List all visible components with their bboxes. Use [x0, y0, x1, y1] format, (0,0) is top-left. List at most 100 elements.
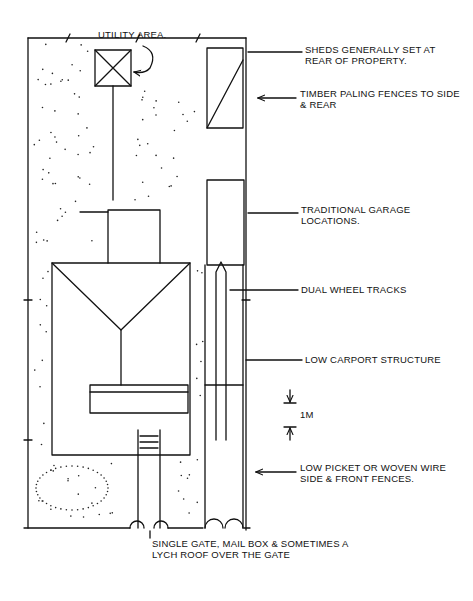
sketch-stroke [66, 465, 68, 467]
sketch-stroke [42, 500, 44, 502]
sketch-stroke [144, 91, 146, 93]
sketch-stroke [41, 360, 43, 362]
sketch-stroke [183, 498, 185, 500]
sketch-stroke [140, 436, 158, 448]
sketch-stroke [202, 341, 204, 343]
sketch-stroke [46, 305, 48, 307]
sketch-stroke [61, 79, 63, 81]
sketch-stroke [194, 111, 196, 113]
sketch-stroke [180, 461, 182, 463]
sketch-stroke [246, 359, 302, 360]
sketch-stroke [130, 521, 168, 528]
sketch-stroke [108, 210, 160, 263]
sketch-stroke [52, 470, 54, 472]
sketch-stroke [55, 183, 57, 185]
sketch-stroke [142, 96, 144, 98]
sketch-stroke [153, 107, 155, 109]
sketch-stroke [67, 478, 69, 480]
sketch-stroke [70, 515, 72, 517]
sketch-stroke [41, 500, 43, 502]
sketch-stroke [74, 93, 76, 95]
sketch-stroke [248, 212, 298, 213]
sketch-stroke [134, 199, 136, 201]
sketch-stroke [53, 465, 55, 467]
sketch-stroke [200, 361, 202, 363]
sketch-stroke [39, 497, 41, 499]
annotation-note: UTILITY AREA. [98, 29, 178, 40]
sketch-stroke [86, 127, 88, 129]
sketch-stroke [82, 508, 84, 510]
sketch-stroke [50, 132, 52, 134]
sketch-stroke [61, 215, 63, 217]
sketch-stroke [78, 475, 80, 477]
sketch-stroke [78, 135, 80, 137]
sketch-stroke [109, 513, 111, 515]
sketch-stroke [64, 149, 66, 151]
sketch-stroke [256, 471, 296, 472]
sketch-stroke [67, 79, 69, 81]
sketch-stroke [67, 480, 69, 482]
sketch-stroke [77, 493, 79, 495]
sketch-stroke [103, 477, 105, 479]
sketch-stroke [197, 270, 199, 272]
sketch-stroke [39, 477, 41, 479]
sketch-stroke [155, 114, 157, 116]
sketch-stroke [88, 468, 90, 470]
sketch-stroke [258, 97, 296, 98]
sketch-stroke [39, 140, 41, 142]
sketch-stroke [111, 463, 113, 465]
sketch-stroke [201, 272, 203, 274]
sketch-stroke [95, 487, 97, 489]
sketch-stroke [48, 172, 50, 174]
sketch-stroke [182, 114, 184, 116]
sketch-stroke [75, 201, 77, 203]
sketch-stroke [36, 232, 38, 234]
sketch-stroke [90, 391, 188, 392]
sketch-stroke [207, 48, 243, 128]
sketch-stroke [107, 487, 109, 489]
sketch-stroke [196, 344, 198, 346]
sketch-stroke [142, 181, 144, 183]
sketch-stroke [147, 143, 149, 145]
sketch-stroke [46, 503, 48, 505]
dimension-label: 1M [300, 409, 340, 420]
sketch-stroke [50, 469, 52, 471]
sketch-stroke [289, 390, 290, 402]
sketch-stroke [170, 185, 172, 187]
sketch-stroke [24, 34, 302, 538]
sketch-stroke [91, 502, 93, 504]
sketch-stroke [100, 500, 102, 502]
sketch-stroke [187, 477, 189, 479]
sketch-stroke [45, 331, 47, 333]
sketch-stroke [65, 211, 67, 213]
sketch-stroke [136, 155, 138, 157]
sketch-stroke [207, 180, 244, 265]
sketch-stroke [49, 158, 51, 160]
sketch-stroke [289, 428, 290, 440]
sketch-stroke [196, 502, 198, 504]
sketch-stroke [196, 378, 198, 380]
sketch-stroke [50, 83, 52, 85]
sketch-stroke [107, 491, 109, 493]
sketch-stroke [90, 385, 188, 413]
sketch-stroke [54, 110, 56, 112]
sketch-stroke [34, 369, 36, 371]
annotation-note: DUAL WHEEL TRACKS [301, 284, 466, 295]
sketch-stroke [216, 262, 226, 440]
sketch-stroke [45, 44, 47, 46]
sketch-stroke [52, 263, 190, 455]
sketch-stroke [60, 80, 62, 82]
sketch-stroke [27, 38, 28, 528]
sketch-stroke [97, 472, 99, 474]
sketch-stroke [71, 465, 73, 467]
sketch-stroke [43, 239, 45, 241]
sketch-stroke [174, 130, 176, 132]
sketch-stroke [89, 183, 91, 185]
sketch-stroke [138, 430, 160, 528]
sketch-stroke [178, 490, 180, 492]
sketch-stroke [207, 60, 243, 128]
sketch-stroke [55, 468, 57, 470]
sketch-stroke [95, 50, 131, 86]
sketch-stroke [57, 220, 59, 222]
sketch-stroke [88, 507, 90, 509]
